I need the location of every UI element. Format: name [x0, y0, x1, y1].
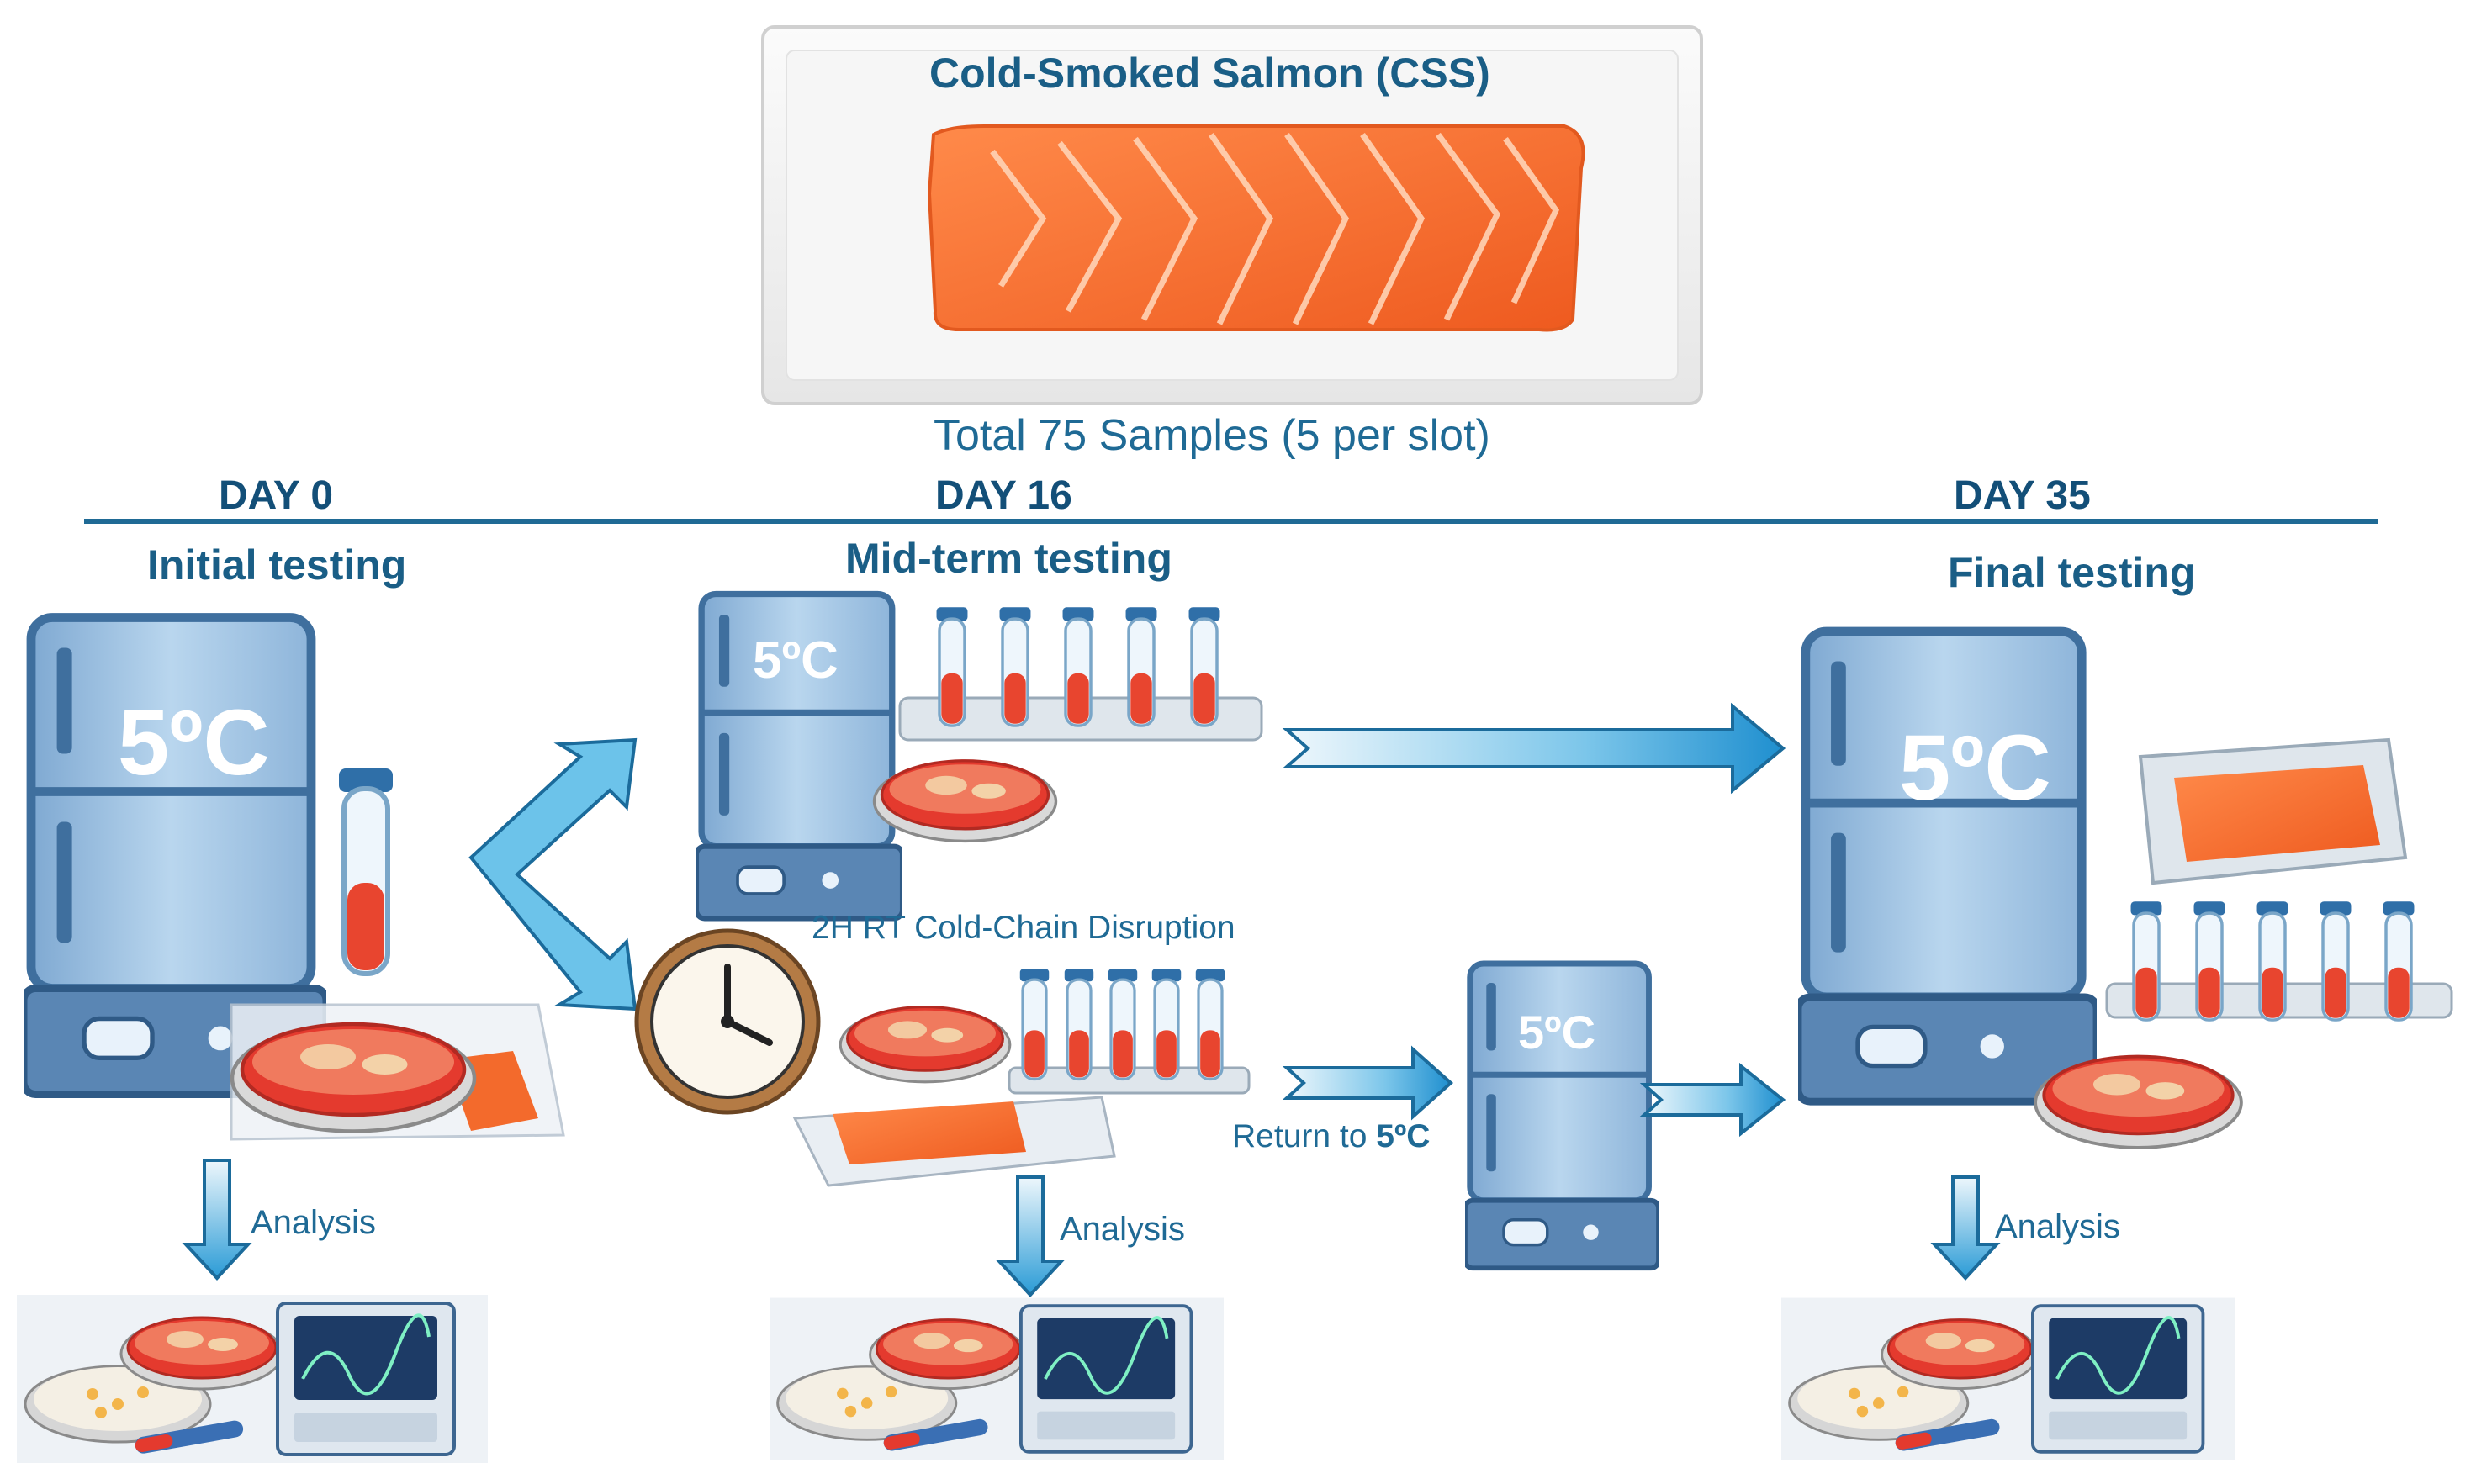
fridge-temp-day16: 5ºC: [753, 631, 839, 689]
day-16-label: DAY 16: [935, 473, 1072, 518]
phase-final: Final testing: [1948, 549, 2196, 596]
return-label: Return to 5ºC: [1232, 1118, 1430, 1155]
analyzer-monitor-icon: [770, 1298, 1224, 1460]
down-arrow-icon: [1930, 1175, 2001, 1281]
analyzer-monitor-icon: [1781, 1298, 2235, 1460]
down-arrow-icon: [995, 1175, 1066, 1297]
down-arrow-icon: [182, 1159, 252, 1281]
return-prefix: Return to: [1232, 1118, 1377, 1154]
analysis-label-day35: Analysis: [1995, 1208, 2120, 1245]
analysis-label-day16: Analysis: [1060, 1211, 1185, 1248]
product-title: Cold-Smoked Salmon (CSS): [929, 50, 1490, 97]
salmon-package-icon: [761, 25, 1703, 405]
arrow-icon: [1282, 702, 1786, 795]
day-35-label: DAY 35: [1954, 473, 2091, 518]
analyzer-monitor-icon: [17, 1295, 488, 1463]
analysis-label-day0: Analysis: [251, 1204, 376, 1241]
day-0-label: DAY 0: [219, 473, 334, 518]
fridge-temp-day35: 5ºC: [1899, 716, 2051, 820]
split-arrow-icon: [468, 737, 638, 1011]
salmon-tray-icon: [792, 1096, 1116, 1187]
return-temp: 5ºC: [1376, 1118, 1431, 1154]
phase-initial: Initial testing: [147, 541, 407, 589]
salmon-tray-icon: [2138, 737, 2408, 885]
fridge-temp-return: 5ºC: [1518, 1006, 1596, 1059]
fridge-temp-day0: 5ºC: [118, 691, 270, 795]
clock-icon: [634, 928, 821, 1115]
tube-rack-icon: [898, 607, 1263, 742]
sample-note: Total 75 Samples (5 per slot): [934, 411, 1490, 460]
phase-mid-term: Mid-term testing: [845, 535, 1172, 582]
disruption-label: 2H RT Cold-Chain Disruption: [812, 910, 1235, 946]
